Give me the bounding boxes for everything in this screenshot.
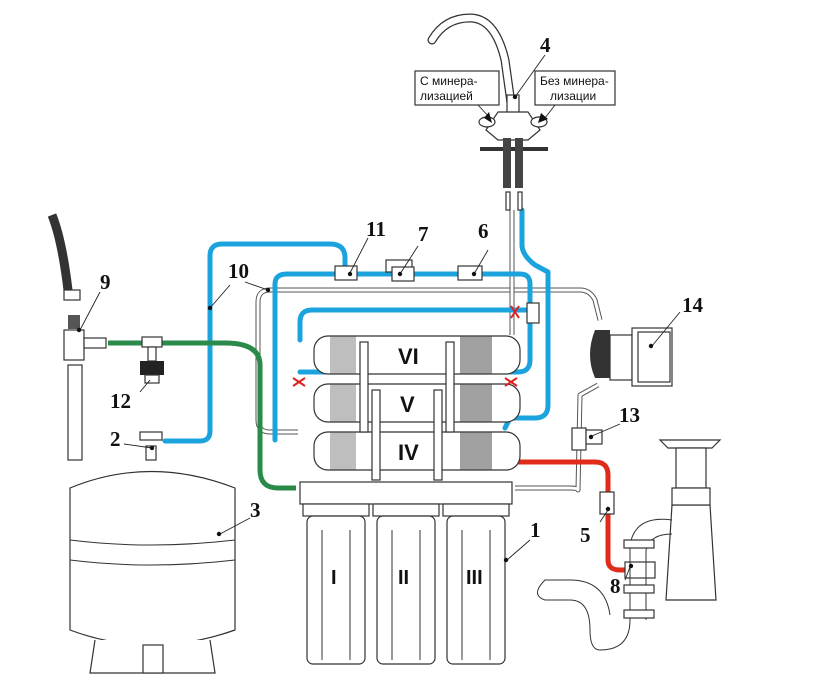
svg-text:С минера-: С минера- bbox=[420, 74, 478, 88]
pre-filter-iii-label: III bbox=[466, 567, 483, 589]
svg-text:Без минера-: Без минера- bbox=[540, 74, 609, 88]
flow-restrictor-5 bbox=[599, 491, 615, 515]
booster-pump bbox=[590, 327, 673, 387]
pre-filter-i-label: I bbox=[331, 567, 337, 589]
check-valve-6 bbox=[457, 265, 483, 281]
pre-filter-ii-label: II bbox=[398, 567, 409, 589]
callout-9: 9 bbox=[100, 270, 111, 294]
post-filter-v: V bbox=[313, 383, 521, 423]
inlet-pipe bbox=[108, 340, 296, 491]
callout-7: 7 bbox=[418, 222, 429, 246]
callout-2: 2 bbox=[110, 427, 121, 451]
filter-clips bbox=[359, 341, 455, 481]
pressure-regulator bbox=[140, 336, 164, 384]
post-filter-vi: VI bbox=[313, 335, 521, 375]
svg-text:лизацией: лизацией bbox=[420, 89, 473, 103]
svg-text:лизации: лизации bbox=[550, 89, 596, 103]
callout-11: 11 bbox=[366, 217, 386, 241]
storage-tank bbox=[69, 431, 236, 674]
blue-pipes bbox=[162, 207, 551, 444]
callout-6: 6 bbox=[478, 219, 489, 243]
svg-text:V: V bbox=[400, 392, 415, 417]
callout-8: 8 bbox=[610, 574, 621, 598]
drain-pipe bbox=[512, 459, 625, 573]
grey-pipes bbox=[255, 210, 603, 493]
sink-siphon bbox=[537, 439, 722, 651]
callout-1: 1 bbox=[530, 518, 541, 542]
callouts: 1 2 3 4 5 6 7 8 9 10 11 12 13 14 bbox=[76, 33, 704, 598]
label-with-mineralization: С минера- лизацией bbox=[414, 70, 500, 123]
callout-5: 5 bbox=[580, 523, 591, 547]
svg-text:IV: IV bbox=[398, 440, 419, 465]
blocked-markers bbox=[292, 305, 520, 387]
callout-3: 3 bbox=[250, 498, 261, 522]
pre-filter-housing bbox=[299, 481, 513, 665]
shutoff-valve bbox=[571, 427, 587, 451]
inlet-adapter bbox=[47, 213, 107, 461]
faucet bbox=[427, 13, 548, 211]
callout-4: 4 bbox=[540, 33, 551, 57]
callout-14: 14 bbox=[682, 293, 704, 317]
callout-10: 10 bbox=[228, 259, 249, 283]
label-without-mineralization: Без минера- лизации bbox=[534, 70, 616, 123]
post-filter-iv: IV bbox=[313, 431, 521, 471]
callout-12: 12 bbox=[110, 389, 131, 413]
tee-11 bbox=[334, 265, 358, 281]
callout-13: 13 bbox=[619, 403, 640, 427]
svg-text:VI: VI bbox=[398, 344, 419, 369]
